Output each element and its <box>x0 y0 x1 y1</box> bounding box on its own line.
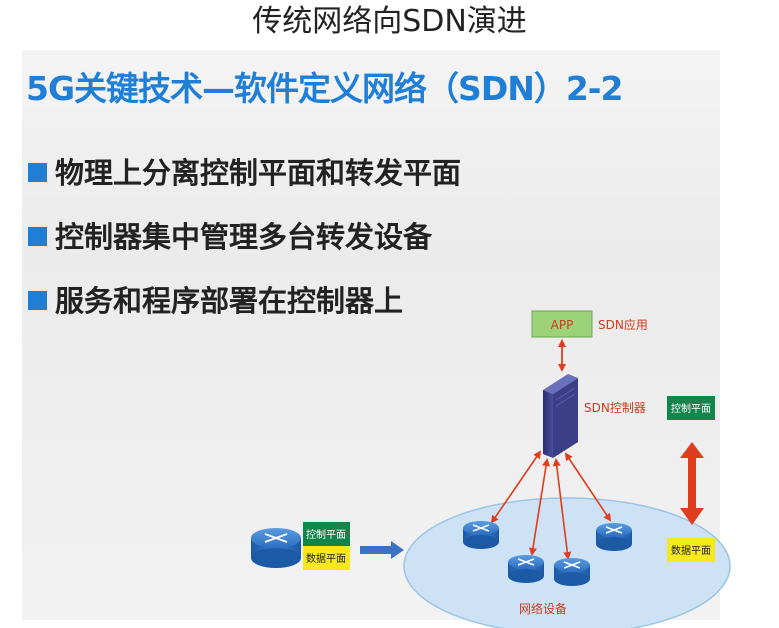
bullet-square-icon <box>28 290 47 310</box>
separation-arrow-icon <box>680 442 704 525</box>
router-icon <box>463 521 499 549</box>
traditional-router-icon <box>251 528 301 568</box>
page-header-title: 传统网络向SDN演进 <box>252 4 527 39</box>
sdn-controller-server-icon <box>543 374 578 458</box>
bullet-item: 物理上分离控制平面和转发平面 <box>28 150 461 214</box>
bullet-item: 控制器集中管理多台转发设备 <box>28 214 461 278</box>
right-data-plane-box <box>667 538 715 562</box>
bullet-text: 服务和程序部署在控制器上 <box>55 284 404 318</box>
slide: 5G关键技术—软件定义网络（SDN）2-2 物理上分离控制平面和转发平面 控制器… <box>22 50 720 620</box>
left-control-plane-text: 控制平面 <box>306 528 346 541</box>
right-data-plane-text: 数据平面 <box>671 544 711 557</box>
bullet-list: 物理上分离控制平面和转发平面 控制器集中管理多台转发设备 服务和程序部署在控制器… <box>28 150 461 342</box>
bullet-square-icon <box>28 226 47 246</box>
router-icon <box>596 523 632 551</box>
app-box-text: APP <box>551 318 574 332</box>
router-icon <box>554 558 590 586</box>
controller-switch-arrows <box>490 450 612 560</box>
evolution-arrow-icon <box>360 541 404 559</box>
bullet-text: 物理上分离控制平面和转发平面 <box>55 156 462 190</box>
left-data-plane-text: 数据平面 <box>306 552 346 565</box>
right-control-plane-text: 控制平面 <box>671 402 711 415</box>
left-data-plane-box <box>303 546 350 570</box>
sdn-app-label: SDN应用 <box>598 317 648 332</box>
right-control-plane-box <box>667 396 715 420</box>
network-devices-label: 网络设备 <box>519 601 567 616</box>
slide-title: 5G关键技术—软件定义网络（SDN）2-2 <box>26 69 623 108</box>
router-icon <box>508 555 544 583</box>
bullet-item: 服务和程序部署在控制器上 <box>28 278 461 342</box>
sdn-controller-label: SDN控制器 <box>584 401 646 415</box>
left-control-plane-box <box>303 522 350 546</box>
bullet-text: 控制器集中管理多台转发设备 <box>55 220 433 254</box>
app-box <box>531 310 593 338</box>
bullet-square-icon <box>28 162 47 182</box>
